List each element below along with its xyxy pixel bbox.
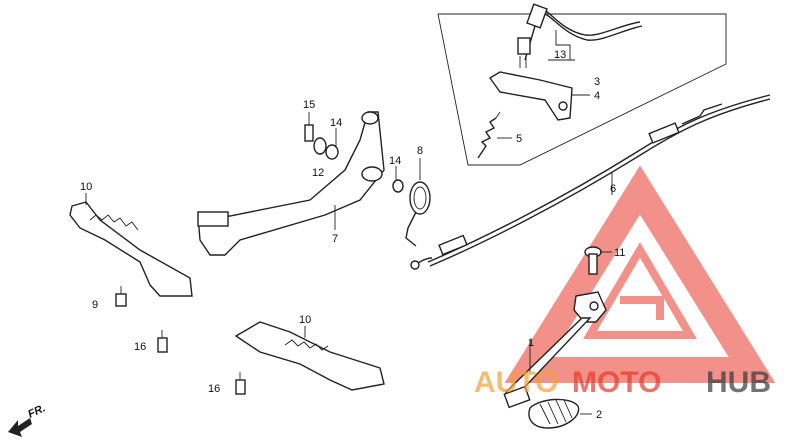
callout-14b: 14 bbox=[389, 155, 401, 167]
callout-11: 11 bbox=[614, 247, 625, 259]
watermark-hub: HUB bbox=[706, 366, 771, 399]
callout-2: 2 bbox=[596, 409, 602, 421]
callout-7: 7 bbox=[332, 233, 338, 245]
callout-3: 3 bbox=[594, 76, 600, 88]
callout-10b: 10 bbox=[299, 314, 311, 326]
washer-14b bbox=[392, 166, 404, 193]
callout-1: 1 bbox=[528, 337, 534, 349]
inset-frame bbox=[437, 13, 727, 166]
callout-10a: 10 bbox=[80, 181, 92, 193]
callout-12: 12 bbox=[312, 167, 324, 179]
washer-14a bbox=[313, 128, 339, 160]
callout-5: 5 bbox=[516, 133, 522, 145]
footpeg-left bbox=[69, 193, 193, 300]
callout-13: 13 bbox=[554, 49, 566, 61]
pedal-rubber bbox=[528, 398, 592, 429]
front-direction-label: FR. bbox=[26, 402, 47, 420]
callout-15: 15 bbox=[303, 99, 315, 111]
callout-9: 9 bbox=[92, 299, 98, 311]
brake-pedal bbox=[503, 291, 607, 409]
brake-cable bbox=[410, 94, 771, 270]
callout-6: 6 bbox=[610, 183, 616, 195]
bolt-16b bbox=[235, 372, 246, 395]
watermark-text: AUTO MOTO HUB bbox=[474, 366, 771, 399]
arm-7 bbox=[197, 111, 385, 256]
watermark-auto: AUTO bbox=[474, 366, 558, 399]
callout-16b: 16 bbox=[208, 383, 220, 395]
watermark-logo bbox=[504, 165, 776, 383]
pivot-bracket bbox=[488, 71, 590, 121]
bolt-15 bbox=[304, 112, 314, 142]
bolt-16a bbox=[157, 330, 168, 353]
callout-8: 8 bbox=[417, 145, 423, 157]
watermark-moto: MOTO bbox=[572, 366, 661, 399]
footpeg-lower bbox=[234, 321, 385, 391]
brake-switch bbox=[517, 3, 643, 68]
callout-14a: 14 bbox=[330, 117, 342, 129]
callout-16a: 16 bbox=[134, 341, 146, 353]
bolt-9 bbox=[115, 286, 127, 307]
spring-5 bbox=[477, 111, 512, 159]
bolt-11 bbox=[584, 246, 612, 275]
callout-4: 4 bbox=[594, 90, 600, 102]
spring-8 bbox=[405, 158, 431, 247]
front-direction-arrow bbox=[8, 418, 32, 437]
